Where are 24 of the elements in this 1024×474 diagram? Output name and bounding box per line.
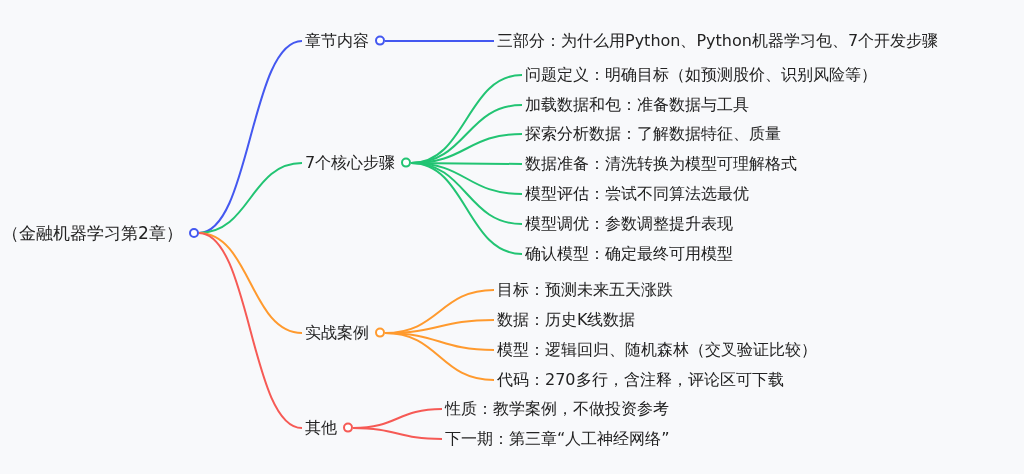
branch-line <box>410 162 523 255</box>
branch-line <box>384 332 495 381</box>
topic-text: 实战案例 <box>305 322 369 344</box>
topic-text: 三部分：为什么用Python、Python机器学习包、7个开发步骤 <box>497 30 939 52</box>
branch-line <box>384 40 495 42</box>
topic-text: 模型调优：参数调整提升表现 <box>525 213 733 235</box>
topic-text: 数据准备：清洗转换为模型可理解格式 <box>525 153 797 175</box>
topic-text: 其他 <box>305 417 337 439</box>
topic-text: （金融机器学习第2章） <box>2 221 183 245</box>
branch-line <box>197 232 303 429</box>
topic-text: 模型：逻辑回归、随机森林（交叉验证比较） <box>497 339 817 361</box>
topic-text: 下一期：第三章“人工神经网络” <box>445 428 670 450</box>
topic-text: 探索分析数据：了解数据特征、质量 <box>525 123 781 145</box>
topic-text: 确认模型：确定最终可用模型 <box>525 243 733 265</box>
topic-text: 性质：教学案例，不做投资参考 <box>445 398 669 420</box>
topic-text: 代码：270多行，含注释，评论区可下载 <box>497 369 784 391</box>
topic-text: 加载数据和包：准备数据与工具 <box>525 94 749 116</box>
topic-text: 章节内容 <box>305 30 369 52</box>
branch-line <box>352 427 443 440</box>
topic-text: 7个核心步骤 <box>305 152 396 174</box>
topic-text: 模型评估：尝试不同算法选最优 <box>525 183 749 205</box>
topic-text: 数据：历史K线数据 <box>497 309 636 331</box>
topic-text: 目标：预测未来五天涨跌 <box>497 279 673 301</box>
topic-text: 问题定义：明确目标（如预测股价、识别风险等） <box>525 64 877 86</box>
